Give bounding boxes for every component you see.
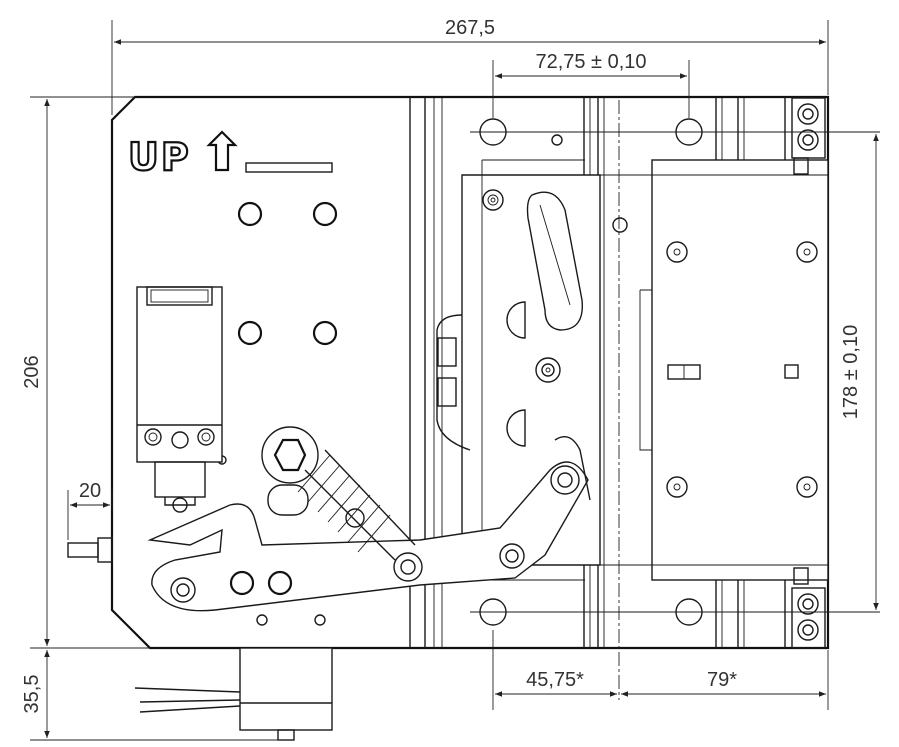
up-arrow-icon: [206, 130, 238, 172]
dim-vertical-hole-spacing: 178 ± 0,10: [840, 325, 862, 419]
dim-overall-width: 267,5: [445, 17, 495, 39]
up-label: UP: [128, 135, 191, 179]
dim-bottom-extension: 35,5: [21, 675, 43, 714]
dim-left-offset: 20: [79, 480, 101, 502]
dimension-lines: [30, 20, 879, 741]
carriage-block: [600, 159, 829, 581]
spring-assembly: [261, 426, 416, 561]
mount-holes: [470, 118, 880, 626]
dim-bottom-right: 79*: [707, 669, 737, 691]
left-holes: [217, 201, 338, 626]
bottom-solenoid: [134, 647, 333, 741]
limit-switch: [136, 286, 223, 513]
dim-bottom-left: 45,75*: [526, 669, 584, 691]
left-pin: [67, 537, 113, 563]
dim-overall-height: 206: [21, 355, 43, 388]
lever-arm: [147, 436, 591, 612]
up-logo: UP: [127, 130, 333, 180]
dim-hole-spacing: 72,75 ± 0,10: [535, 51, 646, 73]
edge-screws: [791, 97, 826, 649]
